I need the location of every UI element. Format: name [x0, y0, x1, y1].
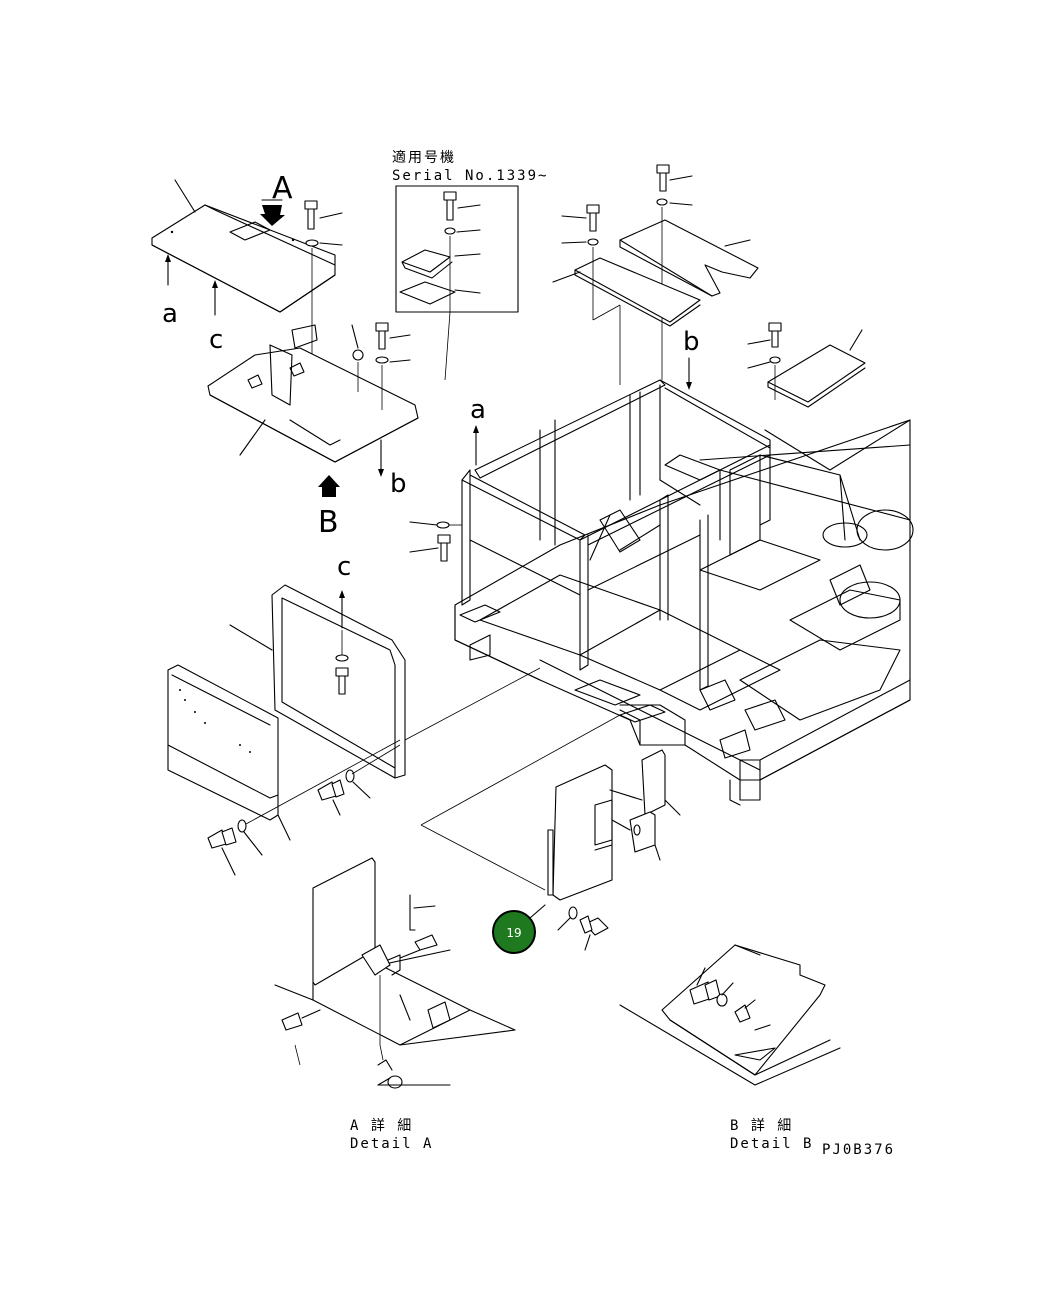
side-panel-front — [167, 664, 291, 841]
main-frame — [409, 379, 914, 806]
svg-text:b: b — [683, 327, 700, 357]
detail-b-jp: B 詳 細 — [730, 1118, 793, 1134]
lower-tray — [207, 324, 419, 463]
detail-a: A 詳 細 Detail A — [274, 857, 516, 1152]
detail-a-en: Detail A — [350, 1136, 433, 1152]
ref-arrow-c-top: c — [209, 280, 223, 355]
center-cover-panel — [420, 714, 681, 951]
small-plate-right — [747, 322, 866, 408]
detail-b: B 詳 細 Detail B — [619, 944, 841, 1152]
detail-a-jp: A 詳 細 — [350, 1118, 413, 1134]
svg-text:Serial No.1339~: Serial No.1339~ — [392, 168, 548, 184]
view-arrow-a: A — [260, 171, 293, 226]
svg-text:a: a — [470, 395, 486, 425]
middle-plate-right — [552, 204, 701, 385]
ref-arrow-a-top: a — [162, 254, 178, 329]
serial-box: 適用号機 Serial No.1339~ — [392, 149, 548, 381]
top-cover — [151, 179, 336, 313]
view-arrow-b: B — [318, 475, 340, 540]
view-label-a: A — [272, 171, 293, 206]
ref-arrow-b-top: b — [378, 439, 407, 499]
detail-b-en: Detail B — [730, 1136, 813, 1152]
view-label-b: B — [318, 505, 339, 540]
svg-text:a: a — [162, 299, 178, 329]
svg-text:適用号機: 適用号機 — [392, 149, 456, 166]
drawing-code: PJ0B376 — [822, 1142, 895, 1158]
side-panel-rear: c — [229, 552, 541, 779]
svg-text:c: c — [209, 325, 223, 355]
panel-bolts — [207, 739, 401, 876]
bolt-group-middle — [351, 322, 411, 410]
ref-arrow-b-frame: b — [683, 327, 700, 390]
top-plate-right — [619, 164, 759, 380]
svg-text:b: b — [390, 469, 407, 499]
ref-arrow-a-frame: a — [470, 395, 486, 466]
svg-text:c: c — [337, 552, 351, 582]
svg-text:19: 19 — [506, 926, 521, 940]
callout-19[interactable]: 19 — [492, 910, 536, 954]
